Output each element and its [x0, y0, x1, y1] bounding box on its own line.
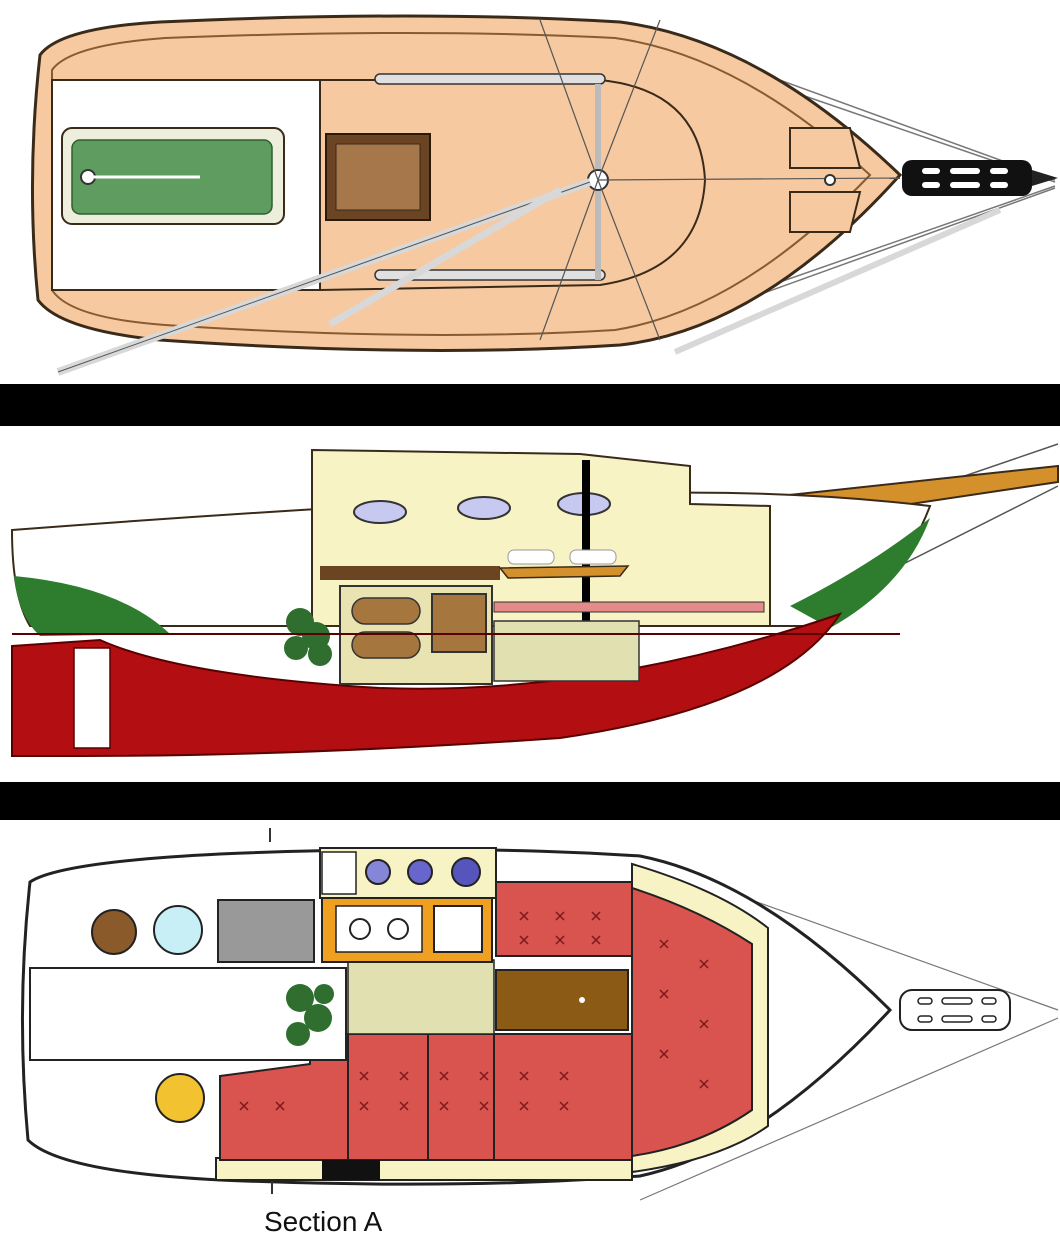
interior-window-2: [569, 549, 617, 565]
hanging-locker: [322, 1160, 380, 1180]
settee-back: [493, 601, 765, 613]
bowsprit: [902, 160, 1032, 196]
winch-pad: [91, 909, 137, 955]
v-berth-cushion: [631, 886, 753, 1158]
galley-sink: [433, 905, 483, 953]
hatch-pad-yellow: [155, 1073, 205, 1123]
cabin-sole: [347, 959, 495, 1035]
hatch-pad-blue: [153, 905, 203, 955]
bowsprit-plan: [899, 989, 1011, 1031]
handrail-port: [374, 73, 606, 85]
bowsprit-slots: [922, 168, 1008, 188]
spinnaker-pole: [673, 207, 1002, 355]
galley-shelf: [320, 566, 500, 580]
plant-decor: [284, 608, 332, 666]
hull-bottom-paint: [11, 612, 843, 757]
boot-stripe: [14, 518, 930, 636]
bow-tip: [1032, 170, 1058, 186]
accommodation-plan-drawing: [20, 828, 1059, 1201]
galley-locker-2: [407, 859, 433, 885]
deck-plan-drawing: [30, 14, 1058, 376]
starboard-locker-cream: [215, 1157, 633, 1181]
table-post: [579, 997, 585, 1003]
inboard-profile-view: [0, 426, 1060, 782]
bowsprit-plan-slots: [917, 997, 997, 1023]
galley-locker-1: [365, 859, 391, 885]
main-hatch-grate: [335, 143, 421, 211]
cabin-top-outline: [319, 79, 707, 291]
cushion-dividers: [347, 1034, 495, 1160]
spice-rack: [321, 851, 357, 895]
cockpit-footwell: [29, 967, 347, 1061]
settee-base: [493, 620, 640, 682]
bow-cleat: [824, 174, 836, 186]
shroud-lines: [539, 19, 901, 341]
plant-decor-plan: [286, 984, 334, 1046]
handrail-starboard: [374, 269, 606, 281]
foredeck-vent-1: [789, 127, 862, 169]
foredeck-vent-2: [789, 191, 862, 233]
drawer-2: [351, 631, 421, 659]
stove-top: [335, 905, 423, 953]
cushion-tufting: [239, 911, 709, 1111]
starboard-settee-cushion: [219, 1033, 633, 1161]
section-a-label: Section A: [264, 1206, 383, 1237]
deck-inner-edge: [51, 32, 872, 336]
accommodation-plan-view: [0, 820, 1060, 1240]
boom-pole-1-edge: [57, 181, 591, 373]
portlight-2: [457, 496, 511, 520]
inboard-profile-drawing: [10, 443, 1059, 757]
interior-window-1: [507, 549, 555, 565]
deck-plan-view: [0, 0, 1060, 384]
rudder: [73, 647, 111, 749]
drawer-1: [351, 597, 421, 625]
galley-locker-3: [451, 857, 481, 887]
locker-door: [431, 593, 487, 653]
burner-1: [349, 918, 371, 940]
portlight-1: [353, 500, 407, 524]
separator-band-bottom: [0, 782, 1060, 820]
grating-locker: [217, 899, 315, 963]
salon-table: [498, 565, 630, 579]
boom-pole-2: [328, 186, 562, 328]
burner-2: [387, 918, 409, 940]
salon-table-plan: [495, 969, 629, 1031]
separator-band-top: [0, 384, 1060, 426]
